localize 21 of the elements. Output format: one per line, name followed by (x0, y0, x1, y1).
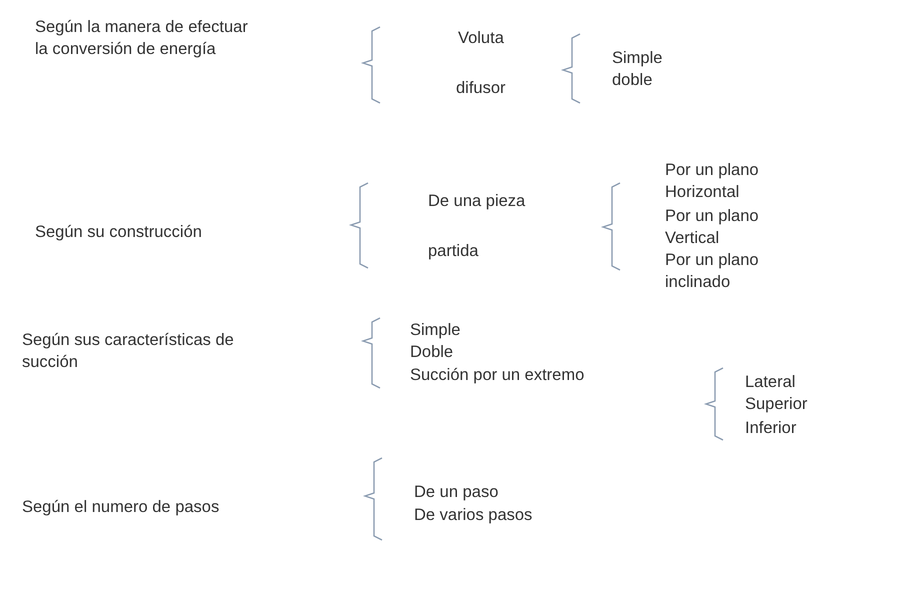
label-text: Simple (612, 48, 662, 69)
label-text: Según el numero de pasos (22, 497, 220, 518)
label-text: Inferior (745, 418, 796, 439)
label-text: partida (428, 241, 478, 262)
label-text: Según la manera de efectuar la conversión de energía (35, 17, 249, 60)
label-text: De varios pasos (414, 505, 532, 526)
label-text: De una pieza (428, 191, 526, 212)
label-text: Succión por un extremo (410, 365, 584, 386)
label-text: Superior (745, 394, 808, 415)
label-text: Lateral (745, 372, 796, 393)
label-text: difusor (456, 78, 506, 99)
label-text: De un paso (414, 482, 498, 503)
label-text: Por un plano Vertical (665, 206, 760, 249)
label-text: Doble (410, 342, 454, 363)
label-text: Voluta (458, 28, 504, 49)
label-text: Simple (410, 320, 460, 341)
label-text: Según sus características de succión (22, 330, 235, 373)
label-text: Según su construcción (35, 222, 202, 243)
label-text: Por un plano inclinado (665, 250, 760, 293)
label-text: doble (612, 70, 652, 91)
label-text: Por un plano Horizontal (665, 160, 760, 203)
